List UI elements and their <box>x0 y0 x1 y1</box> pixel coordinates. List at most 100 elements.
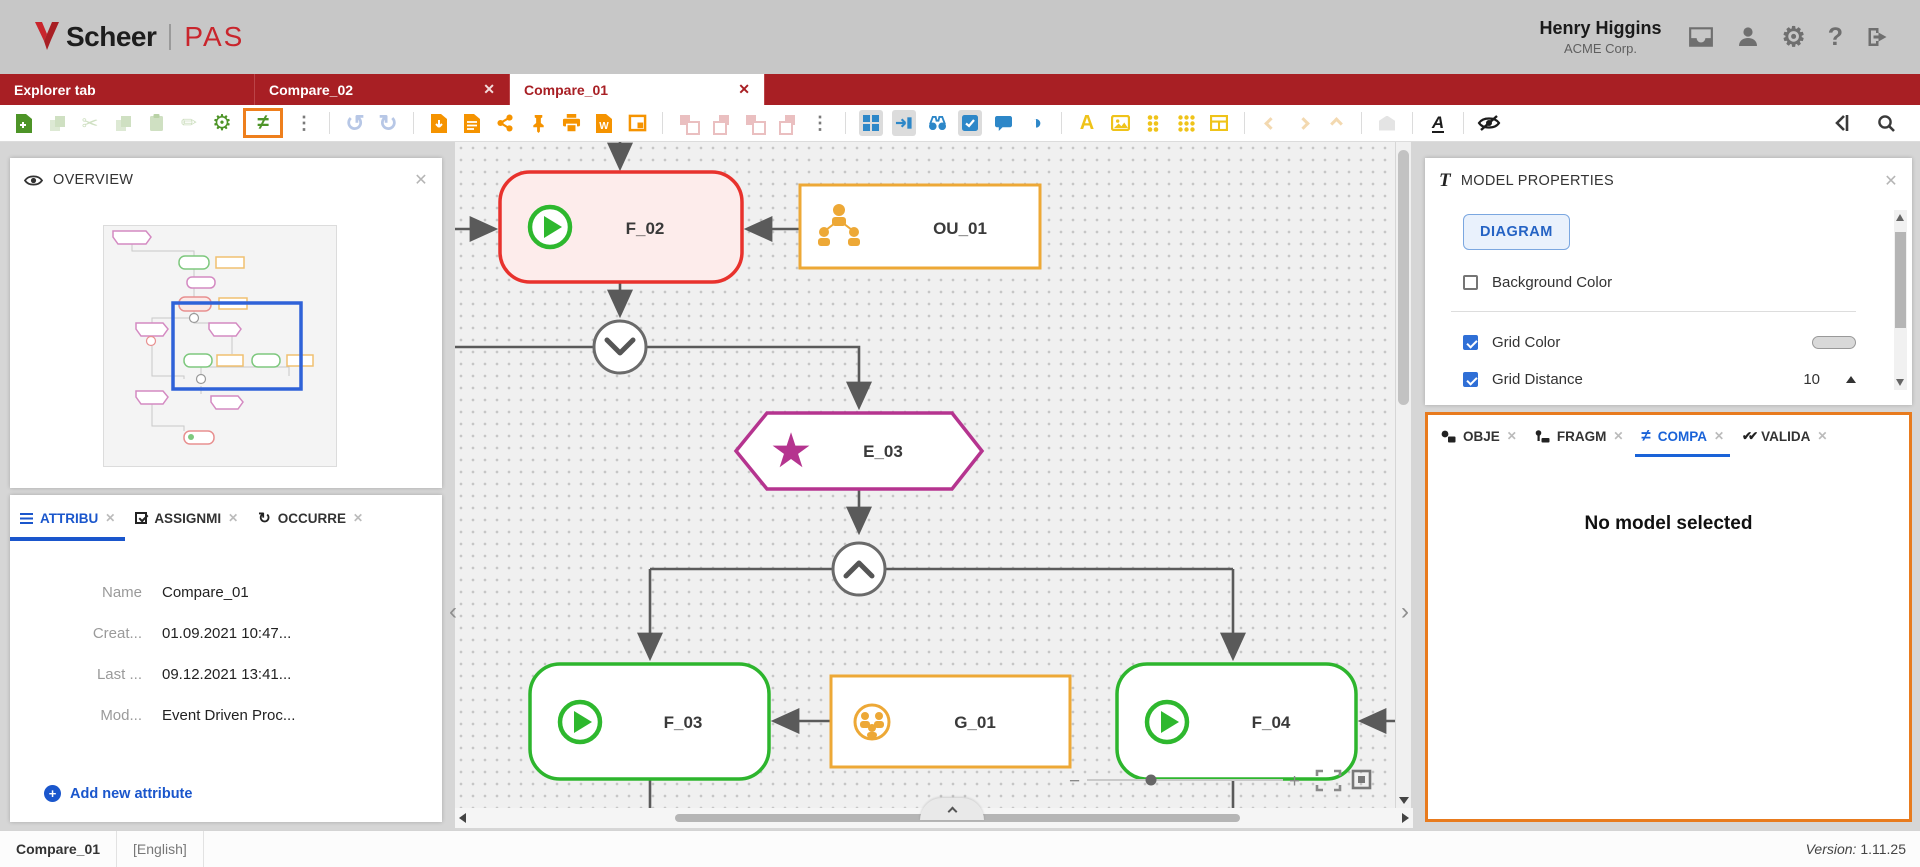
zoom-slider-handle[interactable] <box>1145 774 1157 786</box>
attribute-value[interactable]: Event Driven Proc... <box>162 707 296 724</box>
scrollbar-thumb[interactable] <box>1398 150 1409 405</box>
collapse-panels-icon[interactable] <box>1830 110 1854 136</box>
tab-assignments[interactable]: ASSIGNMI ✕ <box>125 495 248 541</box>
edit-pen-icon[interactable]: ✏ <box>181 112 197 134</box>
tab-attributes[interactable]: ATTRIBU ✕ <box>10 495 126 541</box>
scroll-left-icon[interactable] <box>459 813 466 823</box>
tab-fragments[interactable]: FRAGM ✕ <box>1526 415 1633 457</box>
table-icon[interactable] <box>1207 110 1231 136</box>
toggle-view-icon[interactable]: ◑ <box>1029 111 1043 134</box>
pin-icon[interactable] <box>526 110 550 136</box>
more-arrange-icon[interactable]: ⋮ <box>811 112 829 133</box>
new-file-icon[interactable] <box>12 110 36 136</box>
attribute-value[interactable]: 09.12.2021 13:41... <box>162 666 292 683</box>
close-tab-icon[interactable]: ✕ <box>1613 429 1624 443</box>
logout-icon[interactable] <box>1865 25 1890 49</box>
grid-distance-checkbox[interactable] <box>1463 372 1478 387</box>
more-menu-icon[interactable]: ⋮ <box>295 112 313 133</box>
zoom-out-icon[interactable]: − <box>1069 771 1080 792</box>
node-F_03[interactable]: F_03 <box>528 662 771 781</box>
reset-view-icon[interactable] <box>1351 769 1372 790</box>
grid-toggle-icon[interactable] <box>859 110 883 136</box>
node-F_04[interactable]: F_04 <box>1115 662 1358 781</box>
minimap-viewport[interactable] <box>171 301 303 391</box>
close-tab-icon[interactable]: ✕ <box>1713 429 1725 443</box>
canvas-horizontal-scrollbar[interactable] <box>455 798 1413 828</box>
scroll-right-icon[interactable] <box>1402 813 1409 823</box>
nav-up-icon[interactable] <box>1324 110 1348 136</box>
tab-validation[interactable]: ✔✔ VALIDA ✕ <box>1733 415 1836 457</box>
frame-icon[interactable] <box>625 110 649 136</box>
tab-objects[interactable]: OBJE ✕ <box>1432 415 1526 457</box>
close-overview-icon[interactable]: ✕ <box>414 172 428 189</box>
collapse-bottom-handle[interactable] <box>920 798 984 820</box>
close-tab-icon[interactable]: ✕ <box>738 81 750 97</box>
close-tab-icon[interactable]: ✕ <box>1817 429 1828 443</box>
inbox-icon[interactable] <box>1688 26 1714 48</box>
duplicate-icon[interactable] <box>45 110 69 136</box>
collapse-right-panel-handle[interactable]: › <box>1401 598 1409 625</box>
nav-right-icon[interactable] <box>1291 110 1315 136</box>
close-tab-icon[interactable]: ✕ <box>352 511 364 525</box>
diagram-canvas[interactable]: F_02 OU_01 <box>455 142 1395 808</box>
compare-models-icon[interactable]: ≠ <box>257 111 269 134</box>
attribute-value[interactable]: Compare_01 <box>162 584 249 601</box>
send-to-back-icon[interactable] <box>709 110 733 136</box>
checkbox-toggle-icon[interactable] <box>958 110 982 136</box>
spinner-up-icon[interactable] <box>1846 376 1856 383</box>
paste-icon[interactable] <box>144 110 168 136</box>
scroll-down-icon[interactable] <box>1896 379 1904 386</box>
font-color-icon[interactable]: A <box>1431 112 1445 133</box>
node-G_01[interactable]: G_01 <box>829 674 1072 769</box>
import-icon[interactable] <box>427 110 451 136</box>
user-icon[interactable] <box>1736 25 1760 49</box>
minimap[interactable] <box>103 225 337 467</box>
connector-and-icon[interactable] <box>831 541 887 597</box>
grid-color-swatch[interactable] <box>1812 336 1856 349</box>
cut-icon[interactable]: ✂ <box>81 112 99 135</box>
comments-icon[interactable] <box>991 110 1015 136</box>
connector-or-icon[interactable] <box>592 319 648 375</box>
add-attribute-link[interactable]: + Add new attribute <box>44 785 192 802</box>
find-icon[interactable] <box>925 110 949 136</box>
tab-explorer[interactable]: Explorer tab <box>0 74 255 105</box>
settings-icon[interactable]: ⚙ <box>1781 21 1806 52</box>
print-icon[interactable] <box>559 110 583 136</box>
tab-occurrences[interactable]: ↻ OCCURRE ✕ <box>248 495 373 541</box>
scroll-up-icon[interactable] <box>1896 214 1904 221</box>
tab-compare-02[interactable]: Compare_02 ✕ <box>255 74 510 105</box>
node-E_03[interactable]: ★ E_03 <box>733 411 985 491</box>
diagram-button[interactable]: DIAGRAM <box>1463 214 1570 250</box>
tab-compare-01[interactable]: Compare_01 ✕ <box>510 74 765 105</box>
document-icon[interactable] <box>460 110 484 136</box>
model-settings-icon[interactable]: ⚙ <box>212 110 232 135</box>
scrollbar-thumb[interactable] <box>1895 232 1906 328</box>
collapse-left-panel-handle[interactable]: ‹ <box>449 598 457 625</box>
background-color-checkbox[interactable] <box>1463 275 1478 290</box>
close-tab-icon[interactable]: ✕ <box>1506 429 1517 443</box>
close-tab-icon[interactable]: ✕ <box>483 81 495 97</box>
bring-forward-icon[interactable] <box>742 110 766 136</box>
redo-icon[interactable]: ↻ <box>378 109 398 136</box>
share-icon[interactable] <box>493 110 517 136</box>
snap-toggle-icon[interactable] <box>892 110 916 136</box>
grid-color-checkbox[interactable] <box>1463 335 1478 350</box>
help-icon[interactable]: ? <box>1827 22 1843 51</box>
shape-icon[interactable] <box>1375 110 1399 136</box>
scroll-down-icon[interactable] <box>1399 797 1409 804</box>
grid-distance-value[interactable]: 10 <box>1803 371 1820 388</box>
hide-elements-icon[interactable] <box>1477 110 1501 136</box>
copy-icon[interactable] <box>111 110 135 136</box>
close-tab-icon[interactable]: ✕ <box>105 511 116 525</box>
properties-scrollbar[interactable] <box>1894 210 1907 390</box>
tab-compare[interactable]: ≠ COMPA ✕ <box>1632 415 1733 457</box>
nav-left-icon[interactable] <box>1258 110 1282 136</box>
dots-grid-icon[interactable] <box>1174 110 1198 136</box>
dots-vertical-icon[interactable] <box>1141 110 1165 136</box>
user-info[interactable]: Henry Higgins ACME Corp. <box>1539 18 1661 56</box>
node-OU_01[interactable]: OU_01 <box>798 183 1042 270</box>
attribute-value[interactable]: 01.09.2021 10:47... <box>162 625 292 642</box>
close-tab-icon[interactable]: ✕ <box>228 511 239 525</box>
canvas-vertical-scrollbar[interactable] <box>1396 142 1411 808</box>
statusbar-language[interactable]: [English] <box>117 831 204 867</box>
